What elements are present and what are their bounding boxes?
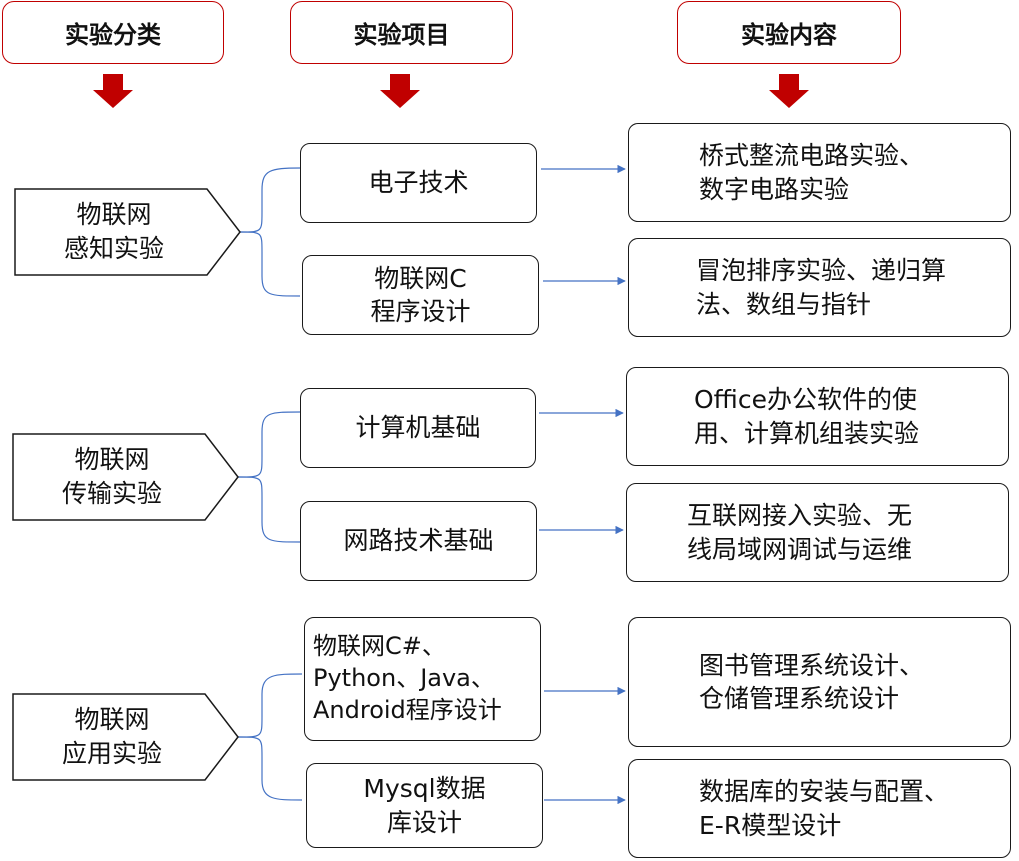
content-line: 图书管理系统设计、: [699, 650, 925, 680]
category-line: 物联网: [74, 705, 150, 735]
category-line: 物联网: [76, 200, 152, 230]
arrow-down-icon: [769, 74, 809, 108]
category-node-transmission: 物联网 传输实验: [12, 433, 242, 521]
bracket-connector: [237, 411, 301, 478]
project-line: Mysql数据: [363, 774, 486, 804]
content-line: Office办公软件的使: [694, 385, 917, 415]
content-box: Office办公软件的使 用、计算机组装实验: [626, 367, 1009, 466]
category-line: 传输实验: [61, 479, 162, 508]
project-line: 网路技术基础: [343, 526, 494, 556]
project-line: 物联网C#、: [313, 632, 446, 661]
content-box: 桥式整流电路实验、 数字电路实验: [628, 123, 1011, 222]
project-box: 物联网C#、 Python、Java、 Android程序设计: [304, 617, 541, 741]
header-category-label: 实验分类: [65, 21, 161, 49]
project-box: 网路技术基础: [300, 501, 537, 581]
project-line: Android程序设计: [313, 695, 502, 724]
category-line: 应用实验: [61, 739, 162, 768]
content-line: E-R模型设计: [699, 810, 842, 840]
content-line: 线局域网调试与运维: [687, 534, 913, 564]
project-box: Mysql数据 库设计: [306, 763, 543, 848]
content-line: 用、计算机组装实验: [694, 418, 920, 448]
content-line: 互联网接入实验、无: [687, 501, 913, 531]
header-content: 实验内容: [677, 1, 901, 64]
header-project: 实验项目: [290, 1, 513, 64]
header-project-label: 实验项目: [353, 21, 450, 49]
bracket-connector: [239, 167, 301, 233]
content-box: 数据库的安装与配置、 E-R模型设计: [628, 759, 1011, 858]
bracket-connector: [237, 476, 301, 543]
project-line: 计算机基础: [355, 413, 481, 443]
project-line: 电子技术: [368, 168, 469, 198]
content-line: 法、数组与指针: [696, 289, 872, 319]
content-line: 仓储管理系统设计: [699, 684, 900, 713]
content-line: 数字电路实验: [699, 174, 850, 204]
project-box: 电子技术: [300, 143, 537, 223]
project-line: 程序设计: [370, 297, 471, 326]
content-line: 桥式整流电路实验、: [699, 141, 925, 171]
content-box: 互联网接入实验、无 线局域网调试与运维: [626, 483, 1009, 582]
bracket-connector: [237, 736, 303, 801]
header-content-label: 实验内容: [741, 21, 837, 49]
project-line: Python、Java、: [313, 664, 495, 693]
content-line: 数据库的安装与配置、: [699, 777, 950, 807]
category-node-sensing: 物联网 感知实验: [14, 188, 244, 276]
project-line: 库设计: [386, 807, 462, 837]
project-box: 计算机基础: [300, 388, 536, 468]
content-box: 图书管理系统设计、 仓储管理系统设计: [628, 617, 1011, 747]
project-box: 物联网C 程序设计: [302, 255, 539, 335]
project-line: 物联网C: [374, 263, 467, 293]
arrow-down-icon: [380, 74, 420, 108]
bracket-connector: [239, 231, 301, 297]
category-line: 感知实验: [63, 234, 164, 263]
content-box: 冒泡排序实验、递归算 法、数组与指针: [628, 238, 1011, 337]
header-category: 实验分类: [2, 1, 224, 64]
category-line: 物联网: [74, 445, 150, 475]
content-line: 冒泡排序实验、递归算: [696, 256, 947, 286]
bracket-connector: [237, 673, 303, 738]
category-node-application: 物联网 应用实验: [12, 693, 242, 781]
arrow-down-icon: [93, 74, 133, 108]
